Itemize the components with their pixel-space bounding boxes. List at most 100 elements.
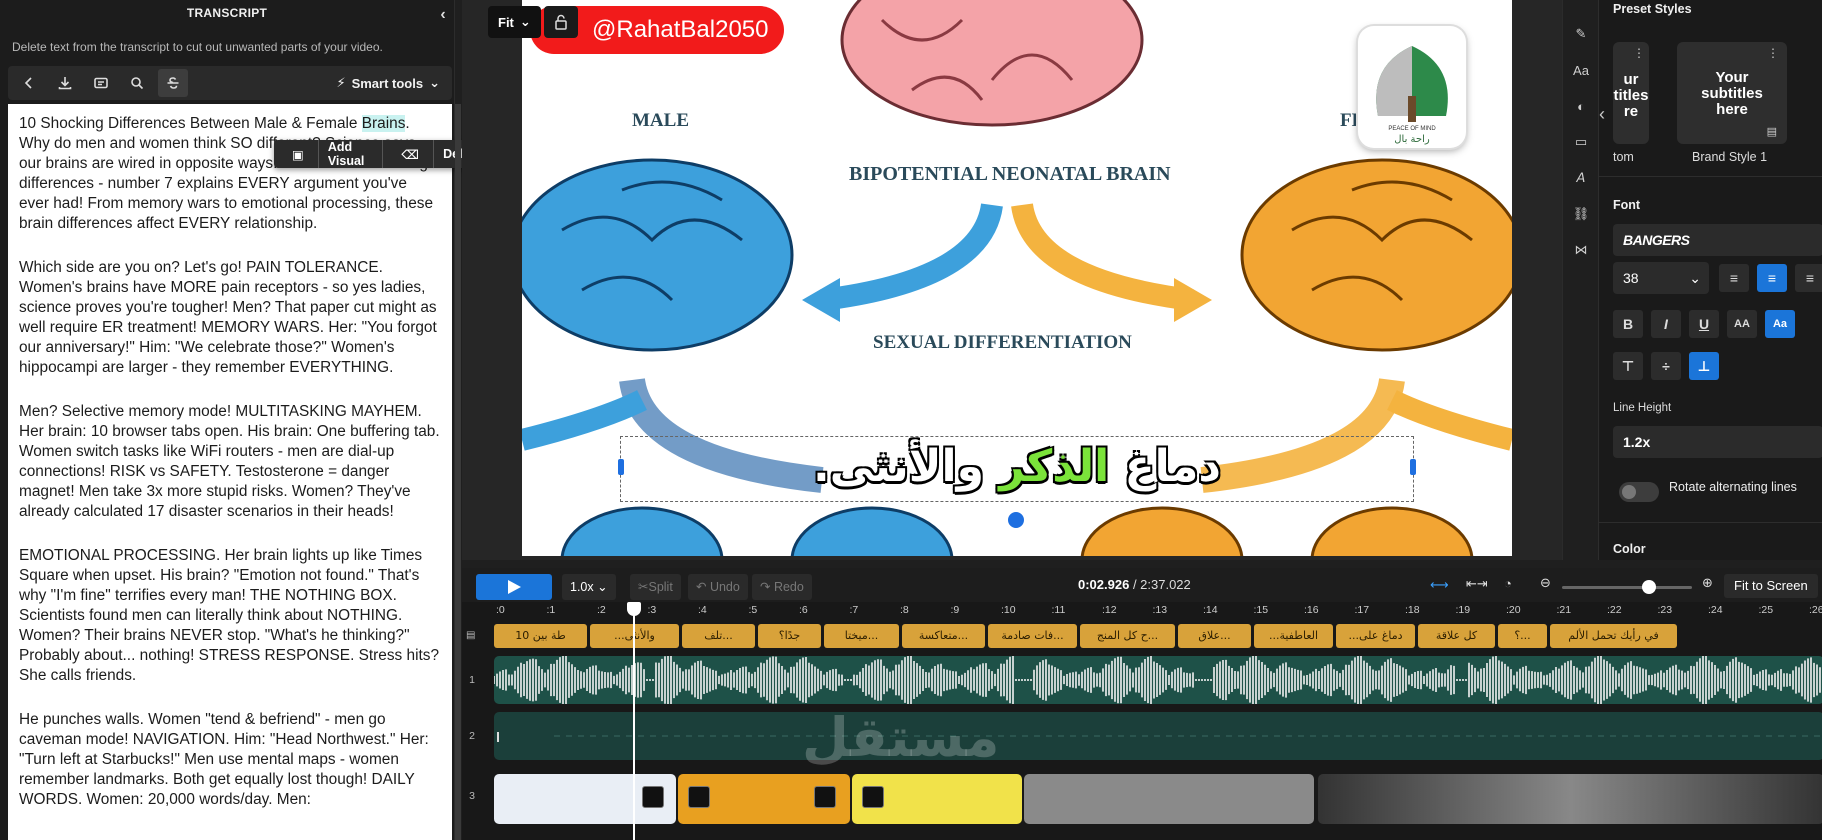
resize-handle-left[interactable]: [618, 459, 624, 475]
audio-track-1[interactable]: [494, 656, 1822, 704]
subtitle-chip[interactable]: ...علاق: [1178, 624, 1251, 648]
timeline[interactable]: :0:1:2:3:4:5:6:7:8:9:10:11:12:13:14:15:1…: [462, 602, 1822, 840]
selected-word[interactable]: Brains: [361, 115, 406, 132]
transcript-scrollbar[interactable]: [455, 104, 461, 840]
smart-tools-button[interactable]: ⚡ Smart tools ⌄: [336, 75, 446, 91]
zoom-out-icon[interactable]: ⊖: [1540, 575, 1551, 590]
transition-icon[interactable]: [814, 786, 836, 808]
video-clip-4[interactable]: [1024, 774, 1314, 824]
link-icon[interactable]: ⛓: [1572, 206, 1590, 221]
subtitle-chip[interactable]: ...ح كل المنج: [1080, 624, 1175, 648]
more-options-icon[interactable]: ⋮: [1767, 46, 1779, 60]
transcript-segment[interactable]: . Why do men and women think SO differen…: [19, 115, 434, 232]
time-ruler[interactable]: :0:1:2:3:4:5:6:7:8:9:10:11:12:13:14:15:1…: [462, 602, 1822, 618]
font-family-select[interactable]: BANGERS: [1613, 224, 1822, 256]
rotate-lines-toggle[interactable]: [1619, 482, 1659, 502]
font-size-value: 38: [1623, 270, 1639, 286]
underline-icon[interactable]: U: [1689, 310, 1719, 338]
preset-card-brand[interactable]: Your subtitles here ⋮ ▤: [1677, 42, 1787, 144]
subtitle-chip[interactable]: ...ميختا: [824, 624, 899, 648]
carousel-prev-icon[interactable]: ‹: [1599, 104, 1605, 124]
back-arrow-icon[interactable]: [14, 69, 44, 97]
zoom-in-icon[interactable]: ⊕: [1702, 575, 1713, 590]
sentence-case-icon[interactable]: Aa: [1765, 310, 1795, 338]
fit-dropdown[interactable]: Fit ⌄: [488, 6, 541, 38]
subtitle-chip[interactable]: في رأيك تحمل الألم: [1550, 624, 1677, 648]
edit-pencil-icon[interactable]: ✎: [1575, 26, 1587, 41]
align-left-icon[interactable]: ≡: [1719, 264, 1749, 292]
more-options-icon[interactable]: ⋮: [1633, 46, 1645, 60]
transcript-paragraph[interactable]: EMOTIONAL PROCESSING. Her brain lights u…: [19, 547, 440, 684]
subtitle-chip[interactable]: ...متعاكسة: [902, 624, 985, 648]
captions-icon[interactable]: [86, 69, 116, 97]
transition-icon[interactable]: [688, 786, 710, 808]
undo-button[interactable]: ↶ Undo: [688, 574, 748, 600]
lock-icon[interactable]: [544, 6, 578, 38]
subtitle-chip[interactable]: دماغ على...: [1336, 624, 1415, 648]
align-center-icon[interactable]: ≡: [1757, 264, 1787, 292]
transcript-segment[interactable]: 10 Shocking Differences Between Male & F…: [19, 115, 362, 132]
magnet-snap-icon[interactable]: ⟷: [1430, 577, 1449, 592]
line-height-select[interactable]: 1.2x: [1613, 426, 1822, 458]
speed-select[interactable]: 1.0x ⌄: [562, 574, 616, 600]
transition-icon[interactable]: ⋈: [1574, 242, 1588, 257]
transcript-paragraph[interactable]: He punches walls. Women "tend & befriend…: [19, 711, 429, 808]
fit-timeline-icon[interactable]: ⇤⇥: [1466, 576, 1488, 591]
search-icon[interactable]: [122, 69, 152, 97]
split-button[interactable]: ✂Split: [630, 574, 681, 600]
zoom-slider[interactable]: [1562, 580, 1692, 594]
subtitle-track[interactable]: طة بين 10والأنثى......تلفجدًا؟...ميختا..…: [494, 624, 1822, 648]
palette-icon[interactable]: ◐: [1577, 98, 1585, 114]
valign-bottom-icon[interactable]: ⊥: [1689, 352, 1719, 380]
subtitle-chip[interactable]: كل علاقة: [1418, 624, 1495, 648]
add-visual-button[interactable]: ▣Add Visual: [274, 140, 382, 168]
transition-icon[interactable]: [642, 786, 664, 808]
transcript-text[interactable]: 10 Shocking Differences Between Male & F…: [8, 104, 452, 840]
uppercase-icon[interactable]: AA: [1727, 310, 1757, 338]
font-section-title: Font: [1613, 198, 1641, 212]
video-canvas[interactable]: MALE FE BIPOTENTIAL NEONATAL BRAIN SEXUA…: [522, 0, 1512, 556]
transcript-panel: TRANSCRIPT ‹ Delete text from the transc…: [0, 0, 499, 840]
chevron-down-icon: ⌄: [429, 75, 440, 90]
subtitle-chip[interactable]: العاطفية...: [1254, 624, 1333, 648]
speed-dial-icon[interactable]: ◔: [1504, 576, 1512, 591]
subtitle-chip[interactable]: ...؟: [1498, 624, 1547, 648]
collapse-panel-icon[interactable]: ‹: [440, 6, 446, 23]
text-style-icon[interactable]: Aa: [1573, 62, 1589, 78]
bold-icon[interactable]: B: [1613, 310, 1643, 338]
font-size-select[interactable]: 38 ⌄: [1613, 262, 1709, 294]
logo-arabic: راحة بال: [1394, 134, 1430, 145]
subtitle-selection-box[interactable]: [618, 436, 1416, 502]
download-icon[interactable]: [50, 69, 80, 97]
transcript-paragraph[interactable]: Which side are you on? Let's go! PAIN TO…: [19, 259, 437, 376]
subtitle-chip[interactable]: طة بين 10: [494, 624, 587, 648]
audio-track-2[interactable]: [494, 712, 1822, 760]
transition-icon[interactable]: [862, 786, 884, 808]
strikethrough-icon[interactable]: [158, 69, 188, 97]
ruler-tick: :6: [799, 604, 808, 616]
redo-button[interactable]: ↷ Redo: [752, 574, 812, 600]
fit-to-screen-button[interactable]: Fit to Screen: [1724, 574, 1818, 598]
playhead[interactable]: [627, 602, 641, 840]
transcript-paragraph[interactable]: 10 Shocking Differences Between Male & F…: [19, 114, 441, 234]
subtitle-chip[interactable]: ...فات صادمة: [988, 624, 1077, 648]
valign-top-icon[interactable]: ⊤: [1613, 352, 1643, 380]
align-right-icon[interactable]: ≡: [1795, 264, 1822, 292]
ruler-tick: :25: [1758, 604, 1774, 616]
rotate-handle-icon[interactable]: [1006, 510, 1026, 530]
text-box-icon[interactable]: ▭: [1574, 134, 1588, 149]
preset-card-custom[interactable]: ur titles re ⋮: [1613, 42, 1649, 144]
font-icon[interactable]: 𝘈: [1576, 170, 1586, 185]
label-sexual-diff: SEXUAL DIFFERENTIATION: [873, 332, 1132, 353]
channel-logo[interactable]: PEACE OF MIND راحة بال: [1358, 26, 1466, 148]
play-button[interactable]: [476, 574, 552, 600]
subtitle-overlay[interactable]: دماغ الذكر والأنثى.: [620, 434, 1414, 500]
italic-icon[interactable]: I: [1651, 310, 1681, 338]
subtitle-chip[interactable]: جدًا؟: [758, 624, 821, 648]
subtitle-chip[interactable]: ...تلف: [682, 624, 755, 648]
ruler-tick: :1: [546, 604, 556, 616]
video-clip-5[interactable]: [1318, 774, 1822, 824]
transcript-paragraph[interactable]: Men? Selective memory mode! MULTITASKING…: [19, 403, 440, 520]
resize-handle-right[interactable]: [1410, 459, 1416, 475]
valign-middle-icon[interactable]: ÷: [1651, 352, 1681, 380]
